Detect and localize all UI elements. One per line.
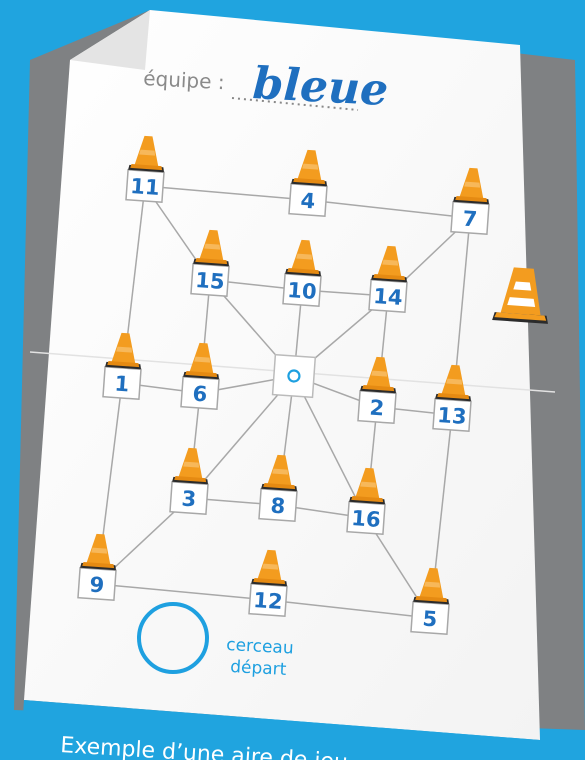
cone-number-label: 15	[195, 268, 226, 294]
cone-number-label: 7	[462, 207, 478, 232]
team-name-handwritten: bleue	[251, 58, 389, 116]
team-label: équipe :	[143, 66, 225, 94]
cone-number-label: 13	[437, 403, 468, 429]
cone-number-label: 5	[422, 607, 438, 632]
cone-number-label: 10	[287, 278, 318, 304]
cone-number-label: 14	[373, 284, 404, 310]
cone-number-label: 12	[253, 588, 284, 614]
cone-number-label: 8	[270, 494, 286, 519]
cone-number-label: 4	[300, 189, 316, 214]
hoop-label-line2: départ	[230, 657, 287, 680]
cone-number-label: 1	[114, 372, 130, 397]
cone-number-label: 16	[351, 506, 382, 532]
cone-number-label: 3	[181, 487, 197, 512]
cone-number-label: 9	[89, 573, 105, 598]
cone-number-label: 2	[369, 396, 385, 421]
center-start-marker	[273, 355, 316, 398]
hoop-label-line1: cerceau	[226, 635, 294, 659]
cone-number-label: 6	[192, 382, 208, 407]
cone-number-label: 11	[130, 174, 161, 200]
